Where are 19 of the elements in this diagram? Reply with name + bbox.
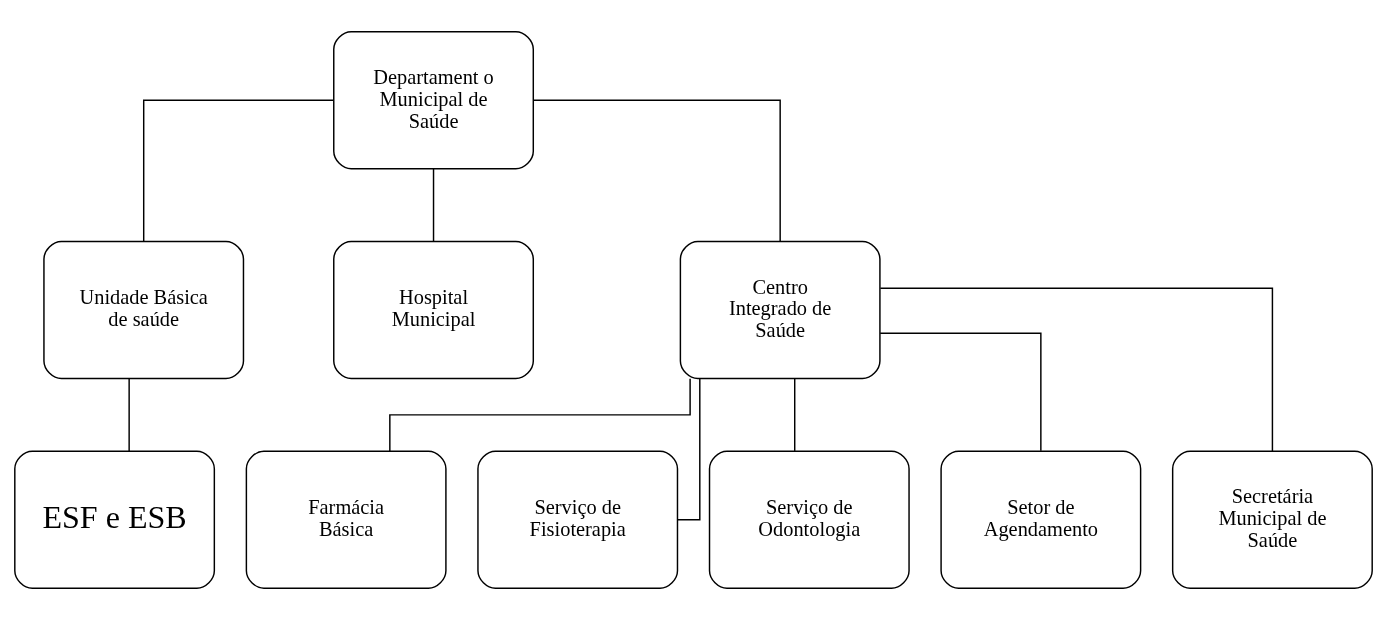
connector bbox=[532, 99, 781, 242]
connector bbox=[879, 286, 1274, 452]
connector bbox=[879, 332, 1042, 452]
node-box: Farmácia Básica bbox=[245, 450, 447, 589]
connector bbox=[432, 167, 435, 242]
node-box: Hospital Municipal bbox=[333, 240, 534, 379]
node-box: ESF e ESB bbox=[14, 450, 216, 589]
connector bbox=[677, 377, 701, 520]
node-box: Centro Integrado de Saúde bbox=[679, 240, 881, 379]
node-box: Unidade Básica de saúde bbox=[43, 240, 245, 379]
node-box: Departament o Municipal de Saúde bbox=[333, 30, 534, 169]
node-box: Serviço de Odontologia bbox=[708, 450, 910, 589]
node-box: Serviço de Fisioterapia bbox=[477, 450, 679, 589]
connector bbox=[794, 377, 796, 452]
connector bbox=[143, 99, 335, 242]
node-box: Setor de Agendamento bbox=[940, 450, 1142, 589]
connector bbox=[389, 377, 691, 452]
connector bbox=[128, 377, 130, 452]
node-box: Secretária Municipal de Saúde bbox=[1171, 450, 1373, 589]
